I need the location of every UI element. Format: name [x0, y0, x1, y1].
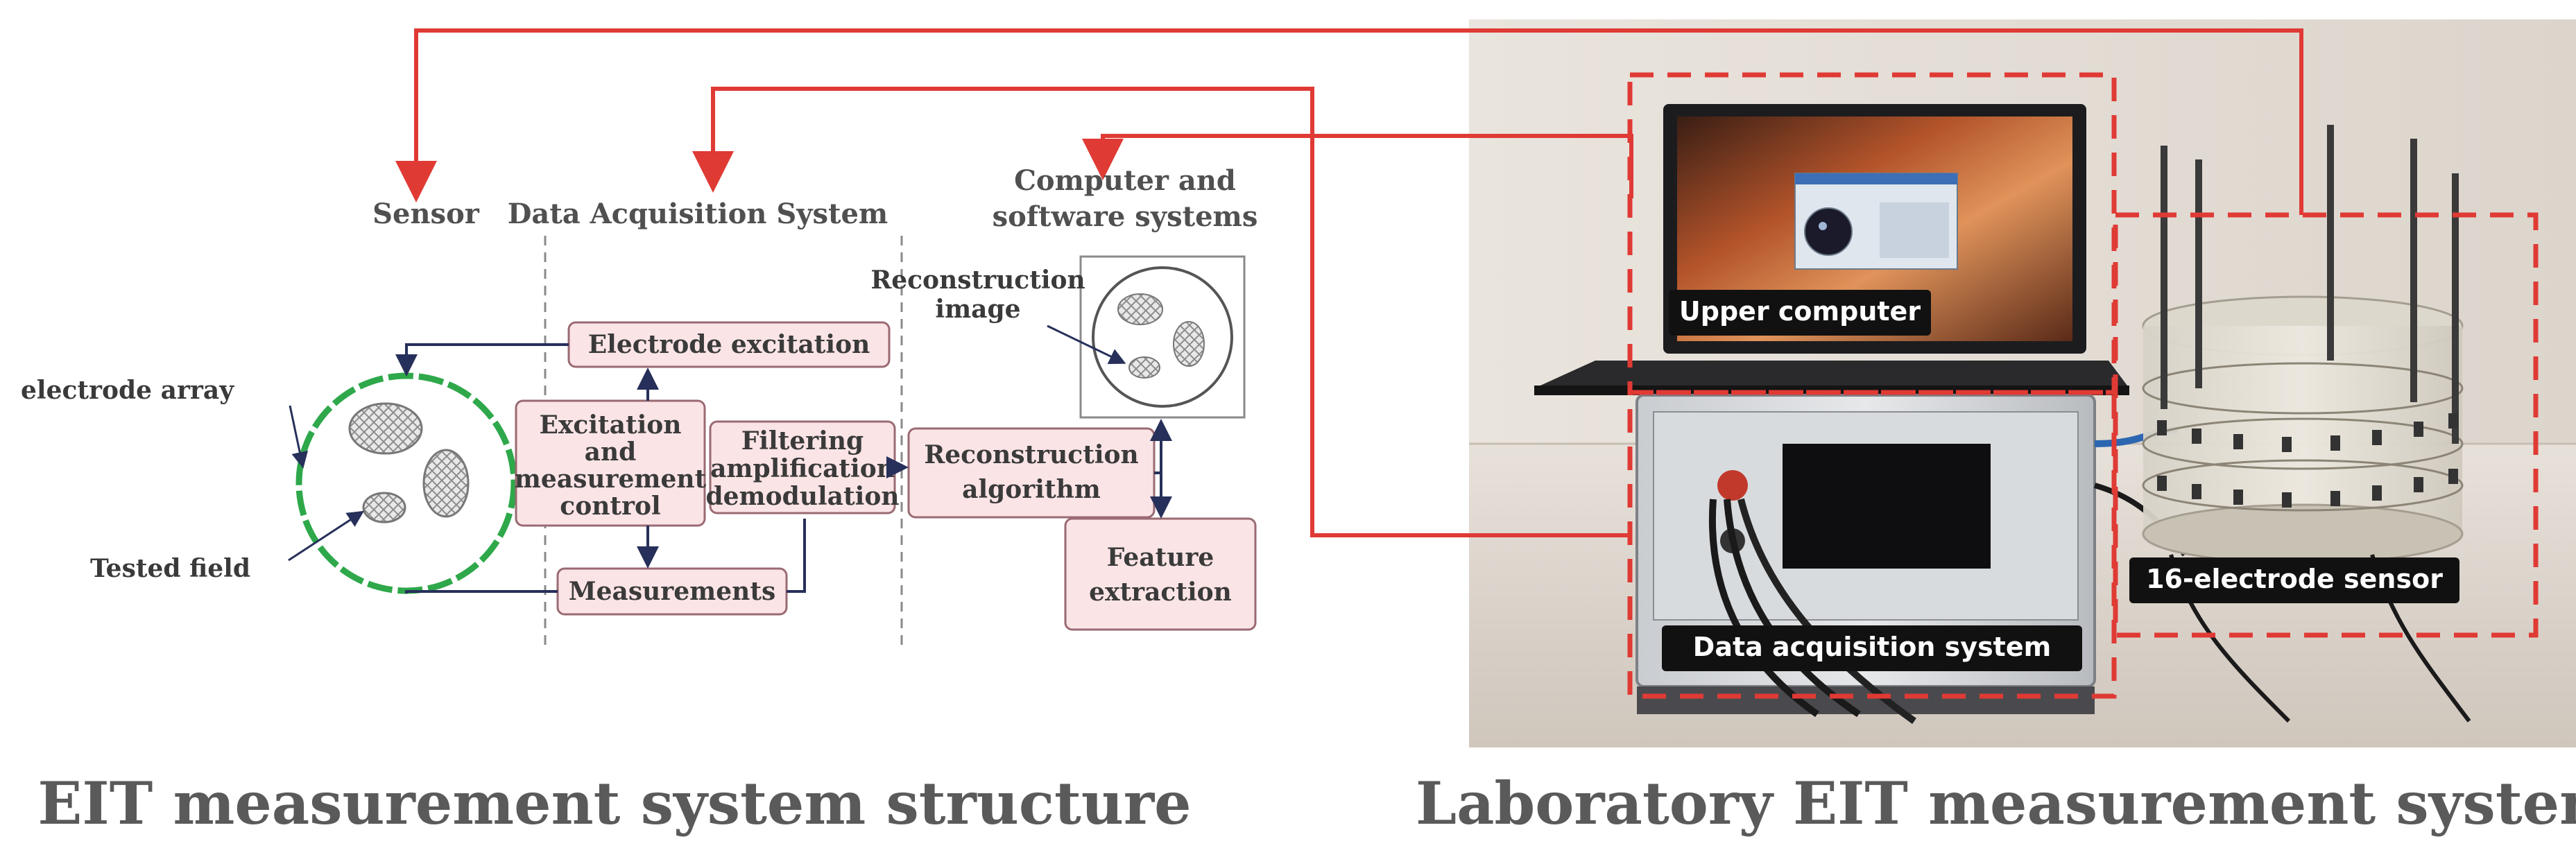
box-electrode-excitation-label: Electrode excitation: [588, 330, 870, 359]
pointer-reconstruction-image: [1047, 325, 1126, 365]
tag-upper-computer: Upper computer: [1679, 296, 1921, 327]
connector-daq: [692, 87, 1631, 537]
lab-photo: Upper computer Data acquisition system 1…: [1469, 19, 2576, 747]
box-feature-extraction: [1064, 517, 1257, 631]
col-title-computer-1: Computer and: [1014, 164, 1236, 197]
label-reconstruction-image-2: image: [935, 295, 1020, 324]
box-reconstruction-line1: Reconstruction: [924, 440, 1138, 469]
box-excitation-control: [515, 399, 706, 527]
frame-daq: [1627, 390, 2117, 699]
pointer-tested-field: [288, 510, 365, 562]
col-title-computer-2: software systems: [993, 200, 1258, 233]
inclusion-1: [348, 402, 423, 455]
label-reconstruction-image-1: Reconstruction: [870, 266, 1085, 295]
electrode-tank: [2142, 125, 2471, 723]
box-feature-line1: Feature: [1107, 543, 1214, 572]
box-measurements-label: Measurements: [569, 577, 775, 606]
box-feature-line2: extraction: [1089, 578, 1232, 607]
box-excitation-line1: Excitation: [540, 410, 682, 440]
connector-sensor: [395, 28, 2303, 215]
label-electrode-array: electrode array: [21, 376, 234, 405]
label-tested-field: Tested field: [90, 554, 250, 583]
tag-daq-bg: [1662, 625, 2082, 671]
inclusion-3: [362, 492, 406, 523]
red-connectors: [395, 28, 2303, 537]
box-filtering-line2: amplification: [710, 454, 895, 483]
recon-inclusion-2: [1173, 321, 1205, 367]
box-reconstruction-line2: algorithm: [962, 475, 1101, 504]
tag-sensor: 16-electrode sensor: [2146, 564, 2443, 594]
tag-daq: Data acquisition system: [1693, 632, 2051, 662]
recon-inclusion-3: [1128, 356, 1160, 379]
col-title-daq: Data Acquisition System: [508, 198, 888, 230]
box-excitation-line2: and: [585, 438, 637, 467]
box-filtering-line3: demodulation: [705, 482, 899, 511]
inclusion-2: [422, 449, 470, 518]
flow-arrows: [395, 343, 1172, 594]
frame-sensor: [2113, 212, 2539, 638]
box-excitation-line4: control: [560, 492, 660, 521]
daq-hardware: [1635, 394, 2188, 725]
structure-diagram: Sensor Data Acquisition System Computer …: [21, 164, 1257, 645]
recon-inclusion-1: [1117, 293, 1163, 325]
box-excitation-line3: measurement: [515, 465, 707, 494]
laptop: [1534, 104, 2129, 395]
caption-left: EIT measurement system structure: [37, 769, 1191, 838]
col-title-sensor: Sensor: [372, 198, 480, 230]
pointer-electrode-array: [289, 405, 309, 469]
tag-upper-computer-bg: [1669, 290, 1931, 336]
connector-computer: [1082, 134, 1633, 198]
reconstruction-image-circle: [1092, 266, 1233, 408]
box-filtering-line1: Filtering: [741, 426, 864, 456]
caption-right: Laboratory EIT measurement system: [1416, 769, 2576, 838]
tag-sensor-bg: [2129, 557, 2459, 603]
